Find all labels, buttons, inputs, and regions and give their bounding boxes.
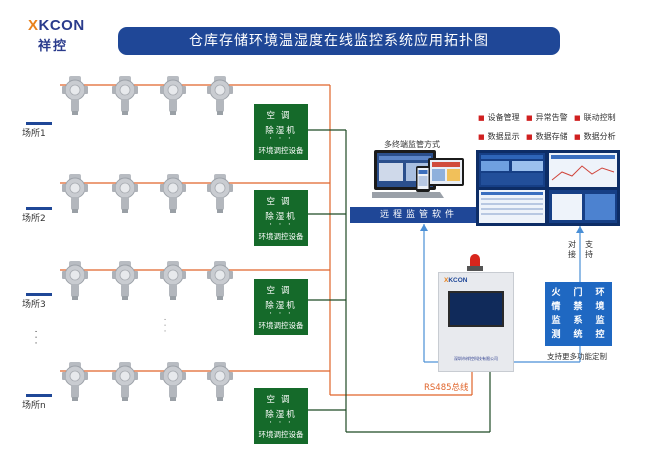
site-marker	[26, 293, 52, 296]
bullet-icon: ■	[478, 133, 485, 141]
brand-logo: XKCON	[28, 17, 85, 34]
ellipsis-mid: · · ·	[159, 318, 169, 333]
site-label-2: 场所2	[22, 214, 46, 224]
interface-label-right: 支持	[585, 240, 593, 259]
system-fire: 火情监测	[551, 288, 561, 340]
panel-logo: XKCON	[444, 277, 468, 284]
support-label: 支持更多功能定制	[547, 352, 607, 361]
feature-item: ■异常告警	[526, 113, 568, 122]
bullet-icon: ■	[574, 114, 581, 122]
multi-terminal-label: 多终端监管方式	[384, 140, 440, 149]
network-wires	[423, 224, 581, 363]
gas-sensor-icon	[112, 362, 138, 401]
gas-sensor-icon	[62, 174, 88, 213]
gas-sensor-icon	[62, 76, 88, 115]
panel-footer: 深圳市祥控科技有限公司	[454, 356, 498, 361]
feature-item: ■数据显示	[478, 132, 520, 141]
gas-sensor-icon	[160, 362, 186, 401]
gas-sensor-icon	[160, 174, 186, 213]
hvac-box-2: 空调除湿机· · ·环境调控设备	[254, 190, 308, 246]
interface-label-left: 对接	[568, 240, 576, 259]
site-marker	[26, 394, 52, 397]
gas-sensor-icon	[207, 261, 233, 300]
bullet-icon: ■	[574, 133, 581, 141]
site-label-1: 场所1	[22, 129, 46, 139]
gas-sensor-icon	[112, 261, 138, 300]
gas-sensor-icon	[207, 76, 233, 115]
rs485-bus-label: RS485总线	[424, 383, 469, 393]
gas-sensor-icon	[112, 174, 138, 213]
diagram-title: 仓库存储环境温湿度在线监控系统应用拓扑图	[118, 27, 560, 55]
gas-sensor-icon	[112, 76, 138, 115]
green-control-wires	[308, 129, 491, 433]
arrow-up-icon	[420, 224, 428, 231]
arrow-up-icon	[576, 226, 584, 233]
gas-sensor-icon	[160, 261, 186, 300]
hvac-box-n: 空调除湿机· · ·环境调控设备	[254, 388, 308, 444]
gas-sensor-icon	[62, 261, 88, 300]
bullet-icon: ■	[526, 114, 533, 122]
feature-item: ■数据分析	[574, 132, 616, 141]
hvac-box-1: 空调除湿机· · ·环境调控设备	[254, 104, 308, 160]
site-marker	[26, 207, 52, 210]
gas-sensor-icon	[207, 174, 233, 213]
site-label-3: 场所3	[22, 300, 46, 310]
systems-box: 火情监测 门禁系统 环境监控	[545, 282, 612, 346]
ellipsis-left: · · ·	[30, 330, 40, 345]
devices-illustration	[372, 150, 464, 198]
bullet-icon: ■	[478, 114, 485, 122]
alarm-light-icon	[470, 254, 480, 268]
feature-item: ■数据存储	[526, 132, 568, 141]
remote-software-label: 远程监管软件	[350, 207, 488, 223]
site-marker	[26, 122, 52, 125]
gas-sensor-icon	[207, 362, 233, 401]
gas-sensor-icon	[62, 362, 88, 401]
bullet-icon: ■	[526, 133, 533, 141]
orange-bus	[60, 84, 473, 396]
site-label-n: 场所n	[22, 401, 46, 411]
video-wall-display	[476, 150, 620, 226]
system-access: 门禁系统	[573, 288, 583, 340]
hvac-box-3: 空调除湿机· · ·环境调控设备	[254, 279, 308, 335]
alarm-base	[467, 266, 483, 271]
feature-item: ■设备管理	[478, 113, 520, 122]
system-env: 环境监控	[595, 288, 605, 340]
feature-item: ■联动控制	[574, 113, 616, 122]
panel-screen	[448, 291, 504, 327]
gas-sensor-icon	[160, 76, 186, 115]
brand-name: 祥控	[38, 39, 69, 54]
